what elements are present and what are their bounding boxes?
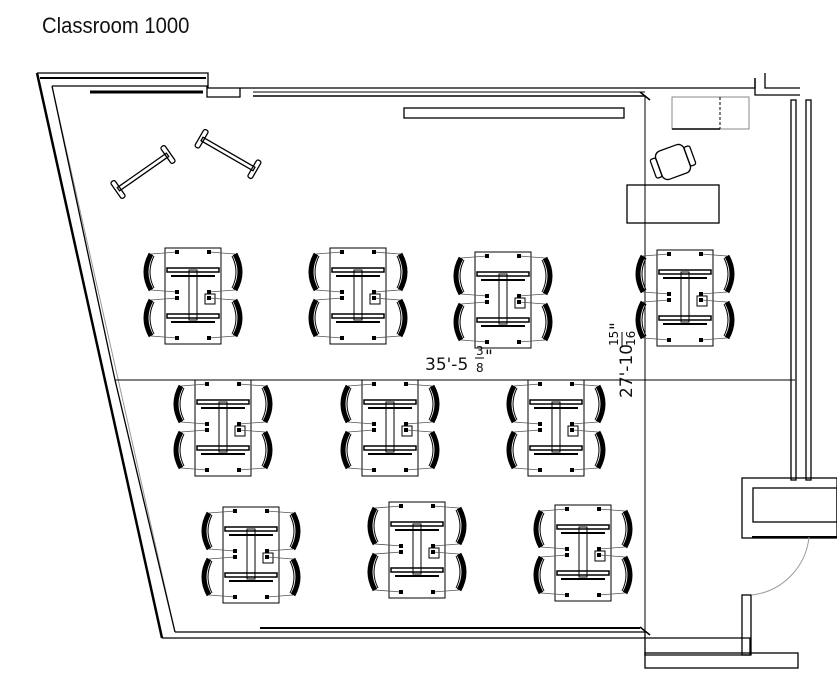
chair [506,382,542,426]
chair [635,252,671,296]
chair [372,296,408,340]
student-pod [201,506,301,604]
chair [237,382,273,426]
student-pod [533,504,633,602]
chair [517,300,553,344]
chair [533,553,569,597]
chair [699,252,735,296]
depth-dimension-label: 27'-10 15 16 " [607,322,638,398]
chair [404,382,440,426]
chair [570,428,606,472]
chair [340,382,376,426]
chair [699,298,735,342]
chair [207,296,243,340]
student-pod [635,249,735,347]
student-pod [453,251,553,349]
svg-text:": " [485,347,493,367]
svg-text:8: 8 [476,361,484,375]
chair [597,507,633,551]
chair [143,250,179,294]
student-pod [143,247,243,345]
walls [35,72,837,669]
teacher-desk [626,184,720,224]
chair [201,555,237,599]
svg-text:35'-5: 35'-5 [425,355,468,375]
chair [635,298,671,342]
student-pods [143,247,735,604]
teacher-area [626,96,750,224]
credenza [671,96,750,130]
student-pod [173,379,273,477]
student-pod [506,379,606,477]
chair [372,250,408,294]
plan-title: Classroom 1000 [42,13,190,38]
student-pod [308,247,408,345]
width-dimension-label: 35'-5 3 8 " [425,344,493,375]
student-pod [367,501,467,599]
chair [506,428,542,472]
chair [265,509,301,553]
chair [367,550,403,594]
chair [143,296,179,340]
svg-text:3: 3 [476,344,484,358]
teacher-chair [649,143,697,181]
chair [404,428,440,472]
chair [431,550,467,594]
chair [237,428,273,472]
chair [308,250,344,294]
chair [367,504,403,548]
chair [453,254,489,298]
whiteboards [110,128,262,199]
chair [597,553,633,597]
chair [265,555,301,599]
chair [201,509,237,553]
chair [308,296,344,340]
svg-text:": " [607,322,627,330]
chair [173,382,209,426]
chair [431,504,467,548]
student-pod [340,379,440,477]
chair [453,300,489,344]
svg-text:15: 15 [607,331,621,346]
mobile-whiteboard [194,128,262,180]
chair [173,428,209,472]
chair [340,428,376,472]
chair [207,250,243,294]
chair [533,507,569,551]
svg-text:27'-10: 27'-10 [617,344,637,398]
svg-text:16: 16 [624,331,638,346]
chair [570,382,606,426]
mobile-whiteboard [110,145,176,199]
chair [517,254,553,298]
